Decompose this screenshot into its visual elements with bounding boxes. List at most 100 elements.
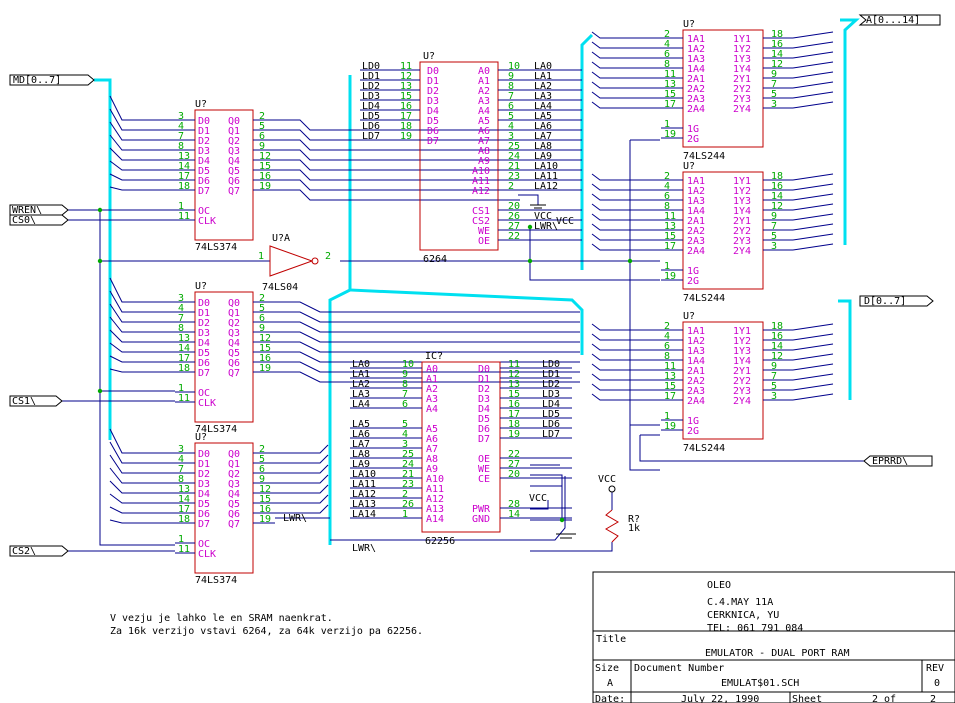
net-label-lwr: LWR\ [352,543,376,554]
net-label: LA10 [352,469,376,480]
pin-number: 1 [178,201,184,212]
pin-name: Q1 [228,459,240,470]
bus-line [838,299,852,400]
pin-number: 5 [259,454,265,465]
net-label: LA13 [352,499,376,510]
pin-name: A3 [426,394,438,405]
pin-name: A14 [426,514,444,525]
wire [275,484,329,494]
net-label: LD2 [542,379,560,390]
pin-name: 1A1 [687,176,705,187]
net-label: LD5 [362,111,380,122]
pin-name: D6 [198,509,210,520]
pin-number: 6 [259,464,265,475]
pin-name: Q4 [228,156,240,167]
wire [792,373,834,381]
wire [591,383,661,391]
chip-part: 74LS244 [683,293,725,304]
pin-name: 2Y4 [733,396,751,407]
pin-name: D0 [198,298,210,309]
pin-name: D2 [427,86,439,97]
pin-name: 2A1 [687,216,705,227]
pin-name: D0 [478,364,490,375]
pin-name: 2A2 [687,84,705,95]
pin-number: 14 [178,494,190,505]
pin-name: Q1 [228,126,240,137]
wire [792,393,834,401]
pin-number: 12 [508,369,520,380]
pin-name: 1A1 [687,326,705,337]
pin-name: CS1 [472,206,490,217]
port-wren: WREN\ [9,204,69,216]
pin-name: 2Y1 [733,366,751,377]
wire [591,363,661,371]
pin-number: 4 [178,121,184,132]
pin-name: 1G [687,266,699,277]
pin-number: 12 [259,333,271,344]
pin-name: 1A4 [687,356,705,367]
pin-number: 5 [771,231,777,242]
pin-number: 1 [178,383,184,394]
net-label: VCC [534,211,552,222]
net-label: LD3 [542,389,560,400]
net-label: LD5 [542,409,560,420]
pin-name: Q4 [228,338,240,349]
docnum-label: Document Number [634,663,724,674]
pin-number: 1 [664,119,670,130]
pin-name: 2A3 [687,94,705,105]
bus-lines [94,18,860,545]
pin-name: A10 [426,474,444,485]
pin-number: 14 [508,509,520,520]
pin-number: 17 [178,504,190,515]
pin-number: 18 [400,121,412,132]
chip-ref: U? [423,51,435,62]
net-label: LD4 [542,399,560,410]
pin-name: Q7 [228,519,240,530]
junction-dot [527,258,533,264]
pin-name: A2 [426,384,438,395]
pin-name: Q0 [228,116,240,127]
pin-name: A0 [426,364,438,375]
pin-number: 19 [259,181,271,192]
pin-number: 8 [178,474,184,485]
wire [275,189,520,201]
wire [591,71,661,79]
pin-name: 2Y1 [733,216,751,227]
pin-number: 9 [771,211,777,222]
pin-name: 1A1 [687,34,705,45]
pin-number: 19 [508,429,520,440]
junction-dot [559,517,565,523]
pin-number: 4 [664,39,670,50]
pin-name: 1Y4 [733,64,751,75]
pin-name: CE [478,474,490,485]
pin-number: 12 [771,351,783,362]
wire [591,333,661,341]
pin-name: 2G [687,426,699,437]
wire [109,329,175,343]
pin-number: 3 [178,444,184,455]
sheet-value: 2 of [872,694,896,703]
pin-number: 17 [508,409,520,420]
title-block [592,571,955,703]
pin-number: 16 [771,331,783,342]
company-address-2: CERKNICA, YU [707,610,779,621]
net-label: LD7 [362,131,380,142]
pin-number: 15 [664,89,676,100]
pin-number: 8 [664,201,670,212]
pin-name: 2Y3 [733,94,751,105]
pin-name: 1Y3 [733,346,751,357]
title-label: Title [596,634,626,645]
pin-number: 26 [508,211,520,222]
pin-name: Q3 [228,328,240,339]
net-label: LA2 [534,81,552,92]
pin-number: 8 [178,141,184,152]
pin-number: 4 [178,454,184,465]
pin-number: 5 [771,89,777,100]
pin-name: GND [472,514,490,525]
wire [109,316,175,333]
pin-number: 14 [178,161,190,172]
wire [792,173,834,181]
